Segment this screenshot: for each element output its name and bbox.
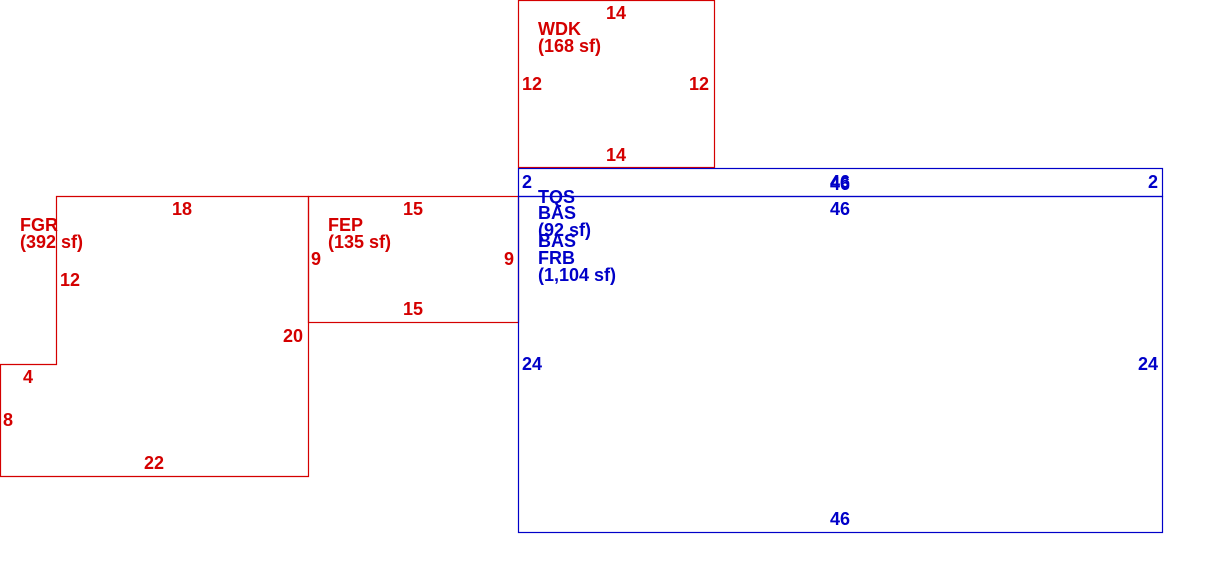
wdk-area-label: (168 sf) <box>538 36 601 56</box>
fep-top-dimension: 15 <box>403 199 423 219</box>
strip-top-dimension-a: 46 <box>830 172 850 192</box>
fep-right-dimension: 9 <box>504 249 514 269</box>
fgr-code-label: FGR <box>20 215 58 235</box>
wdk-code-label: WDK <box>538 19 581 39</box>
strip-right-dimension: 2 <box>1148 172 1158 192</box>
fep-area-label: (135 sf) <box>328 232 391 252</box>
main-bottom-dimension: 46 <box>830 509 850 529</box>
fgr-left-lower-dimension: 8 <box>3 410 13 430</box>
wdk-left-dimension: 12 <box>522 74 542 94</box>
fgr-bottom-dimension: 22 <box>144 453 164 473</box>
wdk-outline <box>517 0 716 169</box>
fgr-area-label: (392 sf) <box>20 232 83 252</box>
fep-code-label: FEP <box>328 215 363 235</box>
wdk-bottom-dimension: 14 <box>606 145 626 165</box>
fep-left-dimension: 9 <box>311 249 321 269</box>
wdk-right-dimension: 12 <box>689 74 709 94</box>
main-top-dimension: 46 <box>830 199 850 219</box>
wdk-top-dimension: 14 <box>606 3 626 23</box>
fgr-right-dimension: 20 <box>283 326 303 346</box>
frb-area-label: (1,104 sf) <box>538 265 616 285</box>
fgr-left-upper-dimension: 12 <box>60 270 80 290</box>
tqs-code-label: TQS <box>538 187 575 207</box>
fep-bottom-dimension: 15 <box>403 299 423 319</box>
fgr-top-dimension: 18 <box>172 199 192 219</box>
bas-code-label-1: BAS <box>538 203 576 223</box>
strip-top-dimension-b: 46 <box>830 174 850 194</box>
fgr-step-dimension: 4 <box>23 367 33 387</box>
tqs-area-label: (92 sf) <box>538 220 591 240</box>
main-right-dimension: 24 <box>1138 354 1158 374</box>
strip-left-dimension: 2 <box>522 172 532 192</box>
frb-outline <box>517 195 1164 534</box>
bas-code-label-2: BAS <box>538 231 576 251</box>
frb-code-label: FRB <box>538 248 575 268</box>
main-left-dimension: 24 <box>522 354 542 374</box>
